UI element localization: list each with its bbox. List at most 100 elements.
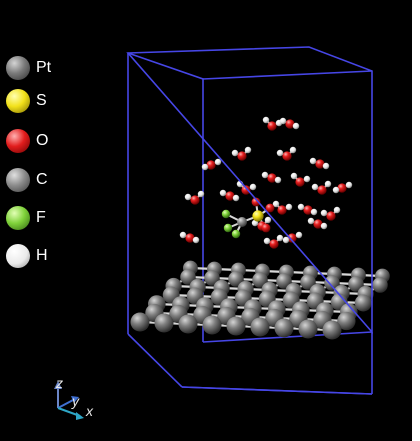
oxygen-atom	[265, 203, 275, 213]
molecules	[179, 116, 353, 249]
hydrogen-atom	[290, 172, 298, 180]
pt-atom	[324, 275, 340, 291]
hydrogen-atom	[276, 234, 284, 242]
pt-atom	[300, 274, 316, 290]
pt-atom	[348, 276, 364, 292]
pt-atom	[154, 313, 174, 333]
pt-atom	[337, 311, 356, 331]
legend-item-h: H	[6, 242, 48, 270]
hydrogen-atom	[276, 149, 284, 157]
oxygen-atom	[225, 191, 235, 201]
hydrogen-atom	[201, 163, 209, 171]
oxygen-atom	[317, 185, 327, 195]
oxygen-atom	[326, 211, 336, 221]
hydrogen-atom	[320, 209, 328, 217]
z-axis-arrowhead	[54, 381, 62, 389]
carbon-atom	[237, 217, 247, 227]
x-axis-arrowhead	[76, 412, 84, 420]
hydrogen-atom	[289, 146, 297, 154]
hydrogen-atom	[297, 203, 305, 211]
oxygen-atom	[190, 195, 200, 205]
pt-atom	[252, 272, 268, 288]
platinum-slab	[130, 260, 390, 340]
oxygen-atom	[267, 121, 277, 131]
oxygen-atom	[269, 239, 279, 249]
y-axis-arrowhead	[71, 396, 79, 403]
oxygen-atom	[261, 223, 271, 233]
oxygen-atom	[251, 197, 261, 207]
hydrogen-atom	[232, 194, 240, 202]
legend-label: S	[36, 92, 47, 109]
hydrogen-atom	[249, 183, 257, 191]
x-axis-label: x	[85, 403, 94, 419]
hydrogen-atom	[292, 122, 300, 130]
pt-atom	[250, 317, 270, 337]
pt-atom	[228, 271, 244, 287]
carbon-atom-icon	[6, 168, 30, 192]
hydrogen-atom	[285, 203, 293, 211]
hydrogen-atom	[320, 222, 328, 230]
pt-atom	[354, 294, 372, 312]
pt-atom	[298, 319, 318, 339]
hydrogen-atom	[282, 236, 290, 244]
orientation-axes: z y x	[54, 375, 94, 420]
pt-atom	[204, 270, 220, 286]
legend-item-s: S	[6, 87, 47, 115]
pt-atom	[226, 316, 246, 336]
cell-box-back	[127, 52, 373, 343]
platinum-atom-icon	[6, 56, 30, 80]
hydrogen-atom	[179, 231, 187, 239]
hydrogen-atom	[303, 175, 311, 183]
fluorine-atom	[223, 223, 233, 233]
oxygen-atom	[237, 151, 247, 161]
oxygen-atom	[287, 233, 297, 243]
sulfur-atom-icon	[6, 89, 30, 113]
pt-atom	[322, 320, 342, 340]
hydrogen-atom	[244, 146, 252, 154]
hydrogen-atom	[264, 216, 272, 224]
oxygen-atom	[303, 205, 313, 215]
oxygen-atom	[282, 151, 292, 161]
hydrogen-atom	[307, 217, 315, 225]
oxygen-atom	[295, 177, 305, 187]
hydrogen-atom	[231, 149, 239, 157]
oxygen-atom	[267, 173, 277, 183]
hydrogen-atom	[261, 171, 269, 179]
hydrogen-atom	[324, 180, 332, 188]
hydrogen-atom	[345, 181, 353, 189]
z-axis-label: z	[55, 375, 63, 391]
hydrogen-atom	[322, 162, 330, 170]
hydrogen-atom	[262, 116, 270, 124]
hydrogen-atom	[333, 206, 341, 214]
legend-label: C	[36, 171, 48, 188]
oxygen-atom	[185, 233, 195, 243]
cell-box-front	[126, 46, 373, 395]
pt-atom	[274, 318, 294, 338]
pt-atom	[276, 273, 292, 289]
hydrogen-atom	[309, 157, 317, 165]
oxygen-atom	[206, 160, 216, 170]
y-axis-arrow	[57, 398, 76, 409]
hydrogen-atom	[219, 189, 227, 197]
oxygen-atom	[241, 185, 251, 195]
legend-item-o: O	[6, 127, 48, 155]
hydrogen-atom	[310, 208, 318, 216]
oxygen-atom	[285, 119, 295, 129]
hydrogen-atom	[263, 237, 271, 245]
oxygen-atom	[277, 205, 287, 215]
hydrogen-atom	[311, 183, 319, 191]
oxygen-atom-icon	[6, 129, 30, 153]
oxygen-atom	[337, 183, 347, 193]
hydrogen-atom	[192, 236, 200, 244]
pt-atom	[372, 277, 388, 293]
legend-label: Pt	[36, 59, 52, 76]
hydrogen-atom	[184, 193, 192, 201]
legend-item-pt: Pt	[6, 54, 51, 82]
fluorine-atom	[231, 229, 241, 239]
sulfur-atom	[252, 210, 264, 222]
hydrogen-atom-icon	[6, 244, 30, 268]
legend-item-c: C	[6, 166, 48, 194]
hydrogen-atom	[279, 117, 287, 125]
